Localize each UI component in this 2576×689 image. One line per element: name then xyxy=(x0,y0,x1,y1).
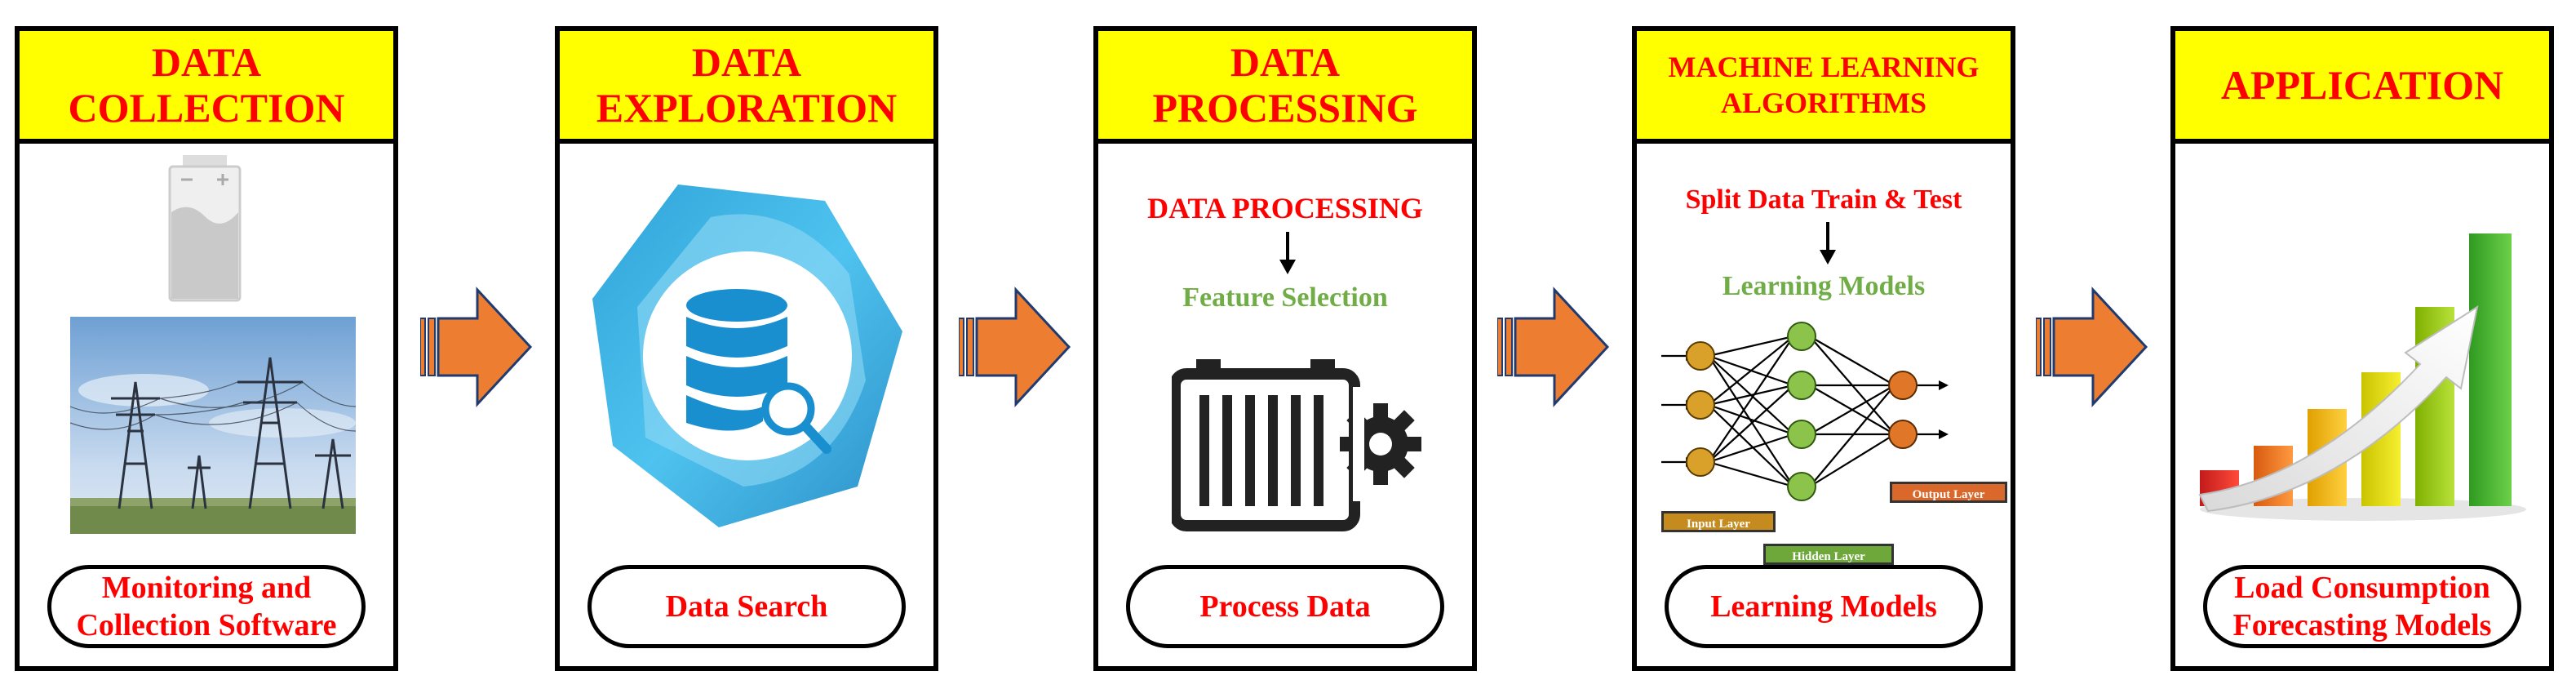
stage-title-line1: DATA xyxy=(151,39,262,85)
pill-text: Process Data xyxy=(1199,589,1371,624)
flow-arrow-icon xyxy=(2036,287,2148,407)
down-arrow-icon xyxy=(1279,232,1296,274)
stage-title-line2: EXPLORATION xyxy=(596,85,898,131)
battery-icon xyxy=(168,155,242,302)
step-label-data-processing: DATA PROCESSING xyxy=(1147,192,1423,224)
stage-title-line2: COLLECTION xyxy=(68,85,345,131)
flow-arrow-icon xyxy=(1497,287,1610,407)
processor-gear-icon xyxy=(1172,359,1421,531)
pill-line2: Forecasting Models xyxy=(2232,608,2492,642)
stage-pill-label: Data Search xyxy=(587,565,906,648)
pill-line1: Load Consumption xyxy=(2234,571,2490,605)
stage-title: APPLICATION xyxy=(2175,31,2549,144)
step-label-learning-models: Learning Models xyxy=(1722,271,1926,301)
stage-title-line2: ALGORITHMS xyxy=(1720,87,1927,119)
pill-text: Data Search xyxy=(665,589,828,624)
down-arrow-icon xyxy=(1820,222,1836,264)
flow-arrow-icon xyxy=(959,287,1071,407)
nn-output-layer-label: Output Layer xyxy=(1890,482,2007,503)
nn-input-layer-label: Input Layer xyxy=(1661,511,1776,532)
pill-line2: Collection Software xyxy=(76,608,337,642)
stage-title-line1: DATA xyxy=(1230,39,1341,85)
power-lines-image xyxy=(70,317,356,534)
stage-machine-learning: MACHINE LEARNING ALGORITHMS Split Data Tr… xyxy=(1632,26,2015,671)
stage-title-line2: PROCESSING xyxy=(1152,85,1418,131)
pill-line1: Monitoring and xyxy=(101,571,312,605)
database-search-icon xyxy=(592,184,902,527)
step-label-split-data: Split Data Train & Test xyxy=(1685,184,1962,215)
flow-arrow-icon xyxy=(420,287,533,407)
stage-title-line1: MACHINE LEARNING xyxy=(1668,51,1980,83)
stage-title-line1: DATA xyxy=(691,39,802,85)
stage-title: MACHINE LEARNING ALGORITHMS xyxy=(1637,31,2011,144)
neural-network-icon xyxy=(1661,322,1949,501)
growth-chart-icon xyxy=(2198,233,2526,521)
step-label-feature-selection: Feature Selection xyxy=(1182,282,1388,313)
nn-hidden-layer-label: Hidden Layer xyxy=(1763,544,1894,565)
stage-title-text: APPLICATION xyxy=(2220,62,2504,108)
stage-pill-label: Process Data xyxy=(1126,565,1444,648)
stage-pill-label: Learning Models xyxy=(1665,565,1983,648)
pill-text: Learning Models xyxy=(1710,589,1937,624)
